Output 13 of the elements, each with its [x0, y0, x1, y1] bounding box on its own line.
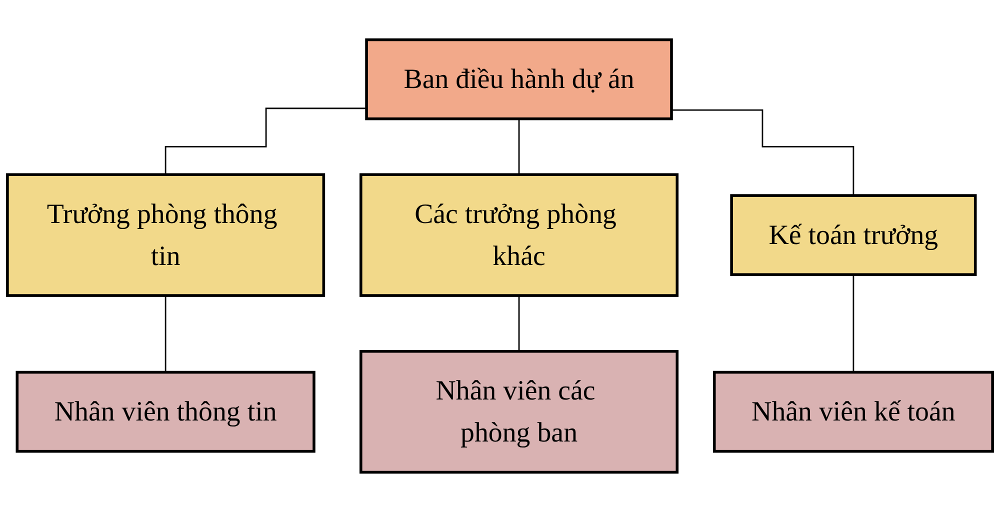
node-box: Nhân viên các phòng ban: [360, 350, 679, 474]
connector: [164, 108, 367, 176]
connector: [852, 274, 854, 373]
connector: [518, 294, 520, 352]
connector: [518, 118, 520, 176]
node-box: Kế toán trưởng: [730, 194, 977, 276]
node-box: Các trưởng phòng khác: [360, 173, 679, 297]
connector: [164, 294, 166, 373]
node-box: Nhân viên thông tin: [16, 370, 316, 453]
connector: [672, 109, 854, 196]
node-box: Nhân viên kế toán: [712, 370, 994, 453]
node-box: Trưởng phòng thông tin: [6, 173, 326, 297]
node-box: Ban điều hành dự án: [365, 38, 673, 120]
